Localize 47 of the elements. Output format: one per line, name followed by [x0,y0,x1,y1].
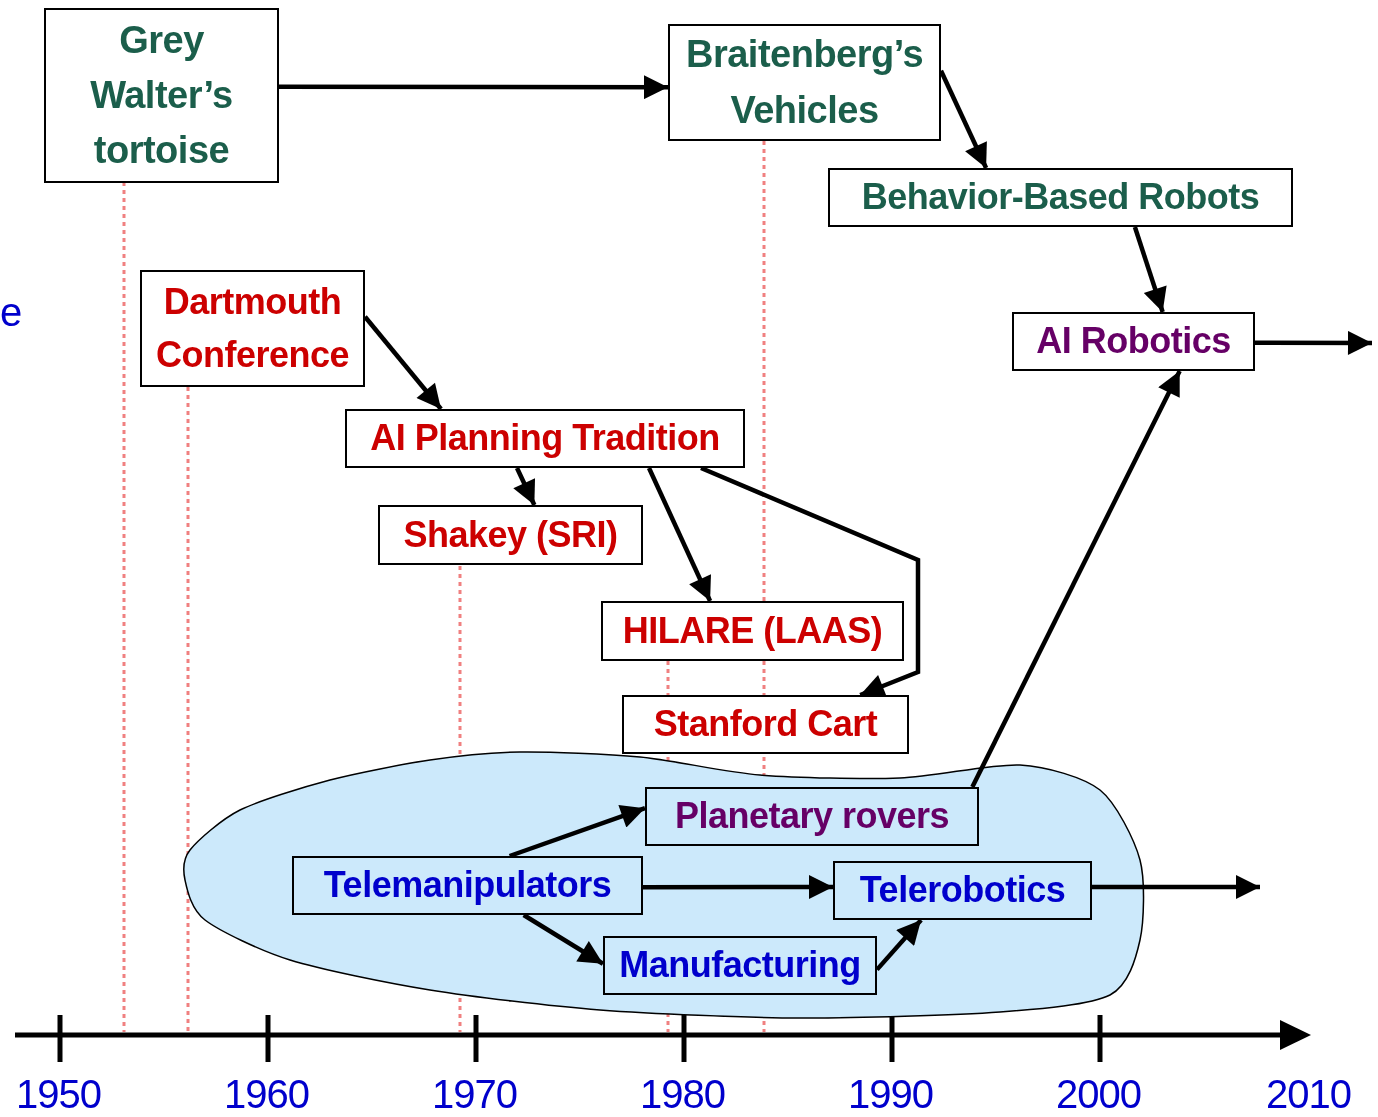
partial-text: e [0,290,22,335]
text-box [292,856,643,915]
node-label: Braitenberg’s Vehicles [684,32,925,133]
text-box [140,270,365,387]
text-box [622,695,909,754]
year-label: 1960 [224,1072,309,1117]
arrow [643,875,833,899]
node-label: Shakey (SRI) [402,512,619,557]
arrow [522,913,605,966]
text-box [1012,312,1255,371]
text-box [345,409,745,468]
text-box [668,24,941,141]
arrow [513,467,537,506]
node-label: Telerobotics [858,868,1067,913]
year-label: 1990 [848,1072,933,1117]
arrow [1255,330,1372,355]
text-box [378,505,643,565]
node-label: AI Planning Tradition [369,416,721,461]
arrow [875,918,923,972]
year-label: 2010 [1266,1072,1351,1117]
node-label: HILARE (LAAS) [621,608,884,653]
arrow [938,69,989,169]
text-box [645,787,979,846]
node-label: Behavior-Based Robots [860,175,1261,220]
arrow [646,467,713,602]
text-box [603,936,877,995]
arrow [1092,875,1260,899]
node-label: Grey Walter’s tortoise [89,17,234,174]
arrow [279,75,668,100]
node-label: Manufacturing [618,943,862,988]
text-box [833,861,1092,920]
node-label: Telemanipulators [322,863,613,908]
year-label: 1980 [640,1072,725,1117]
arrow [700,465,921,698]
year-label: 1970 [432,1072,517,1117]
year-label: 1950 [16,1072,101,1117]
node-label: AI Robotics [1035,319,1232,364]
arrow [363,315,443,411]
arrow [1132,226,1167,313]
node-label: Stanford Cart [652,702,879,747]
text-box [601,601,904,661]
text-box [828,168,1293,227]
node-label: Dartmouth Conference [154,280,351,377]
text-box [44,8,279,183]
node-label: Planetary rovers [673,794,951,839]
year-label: 2000 [1056,1072,1141,1117]
arrow [508,804,646,859]
